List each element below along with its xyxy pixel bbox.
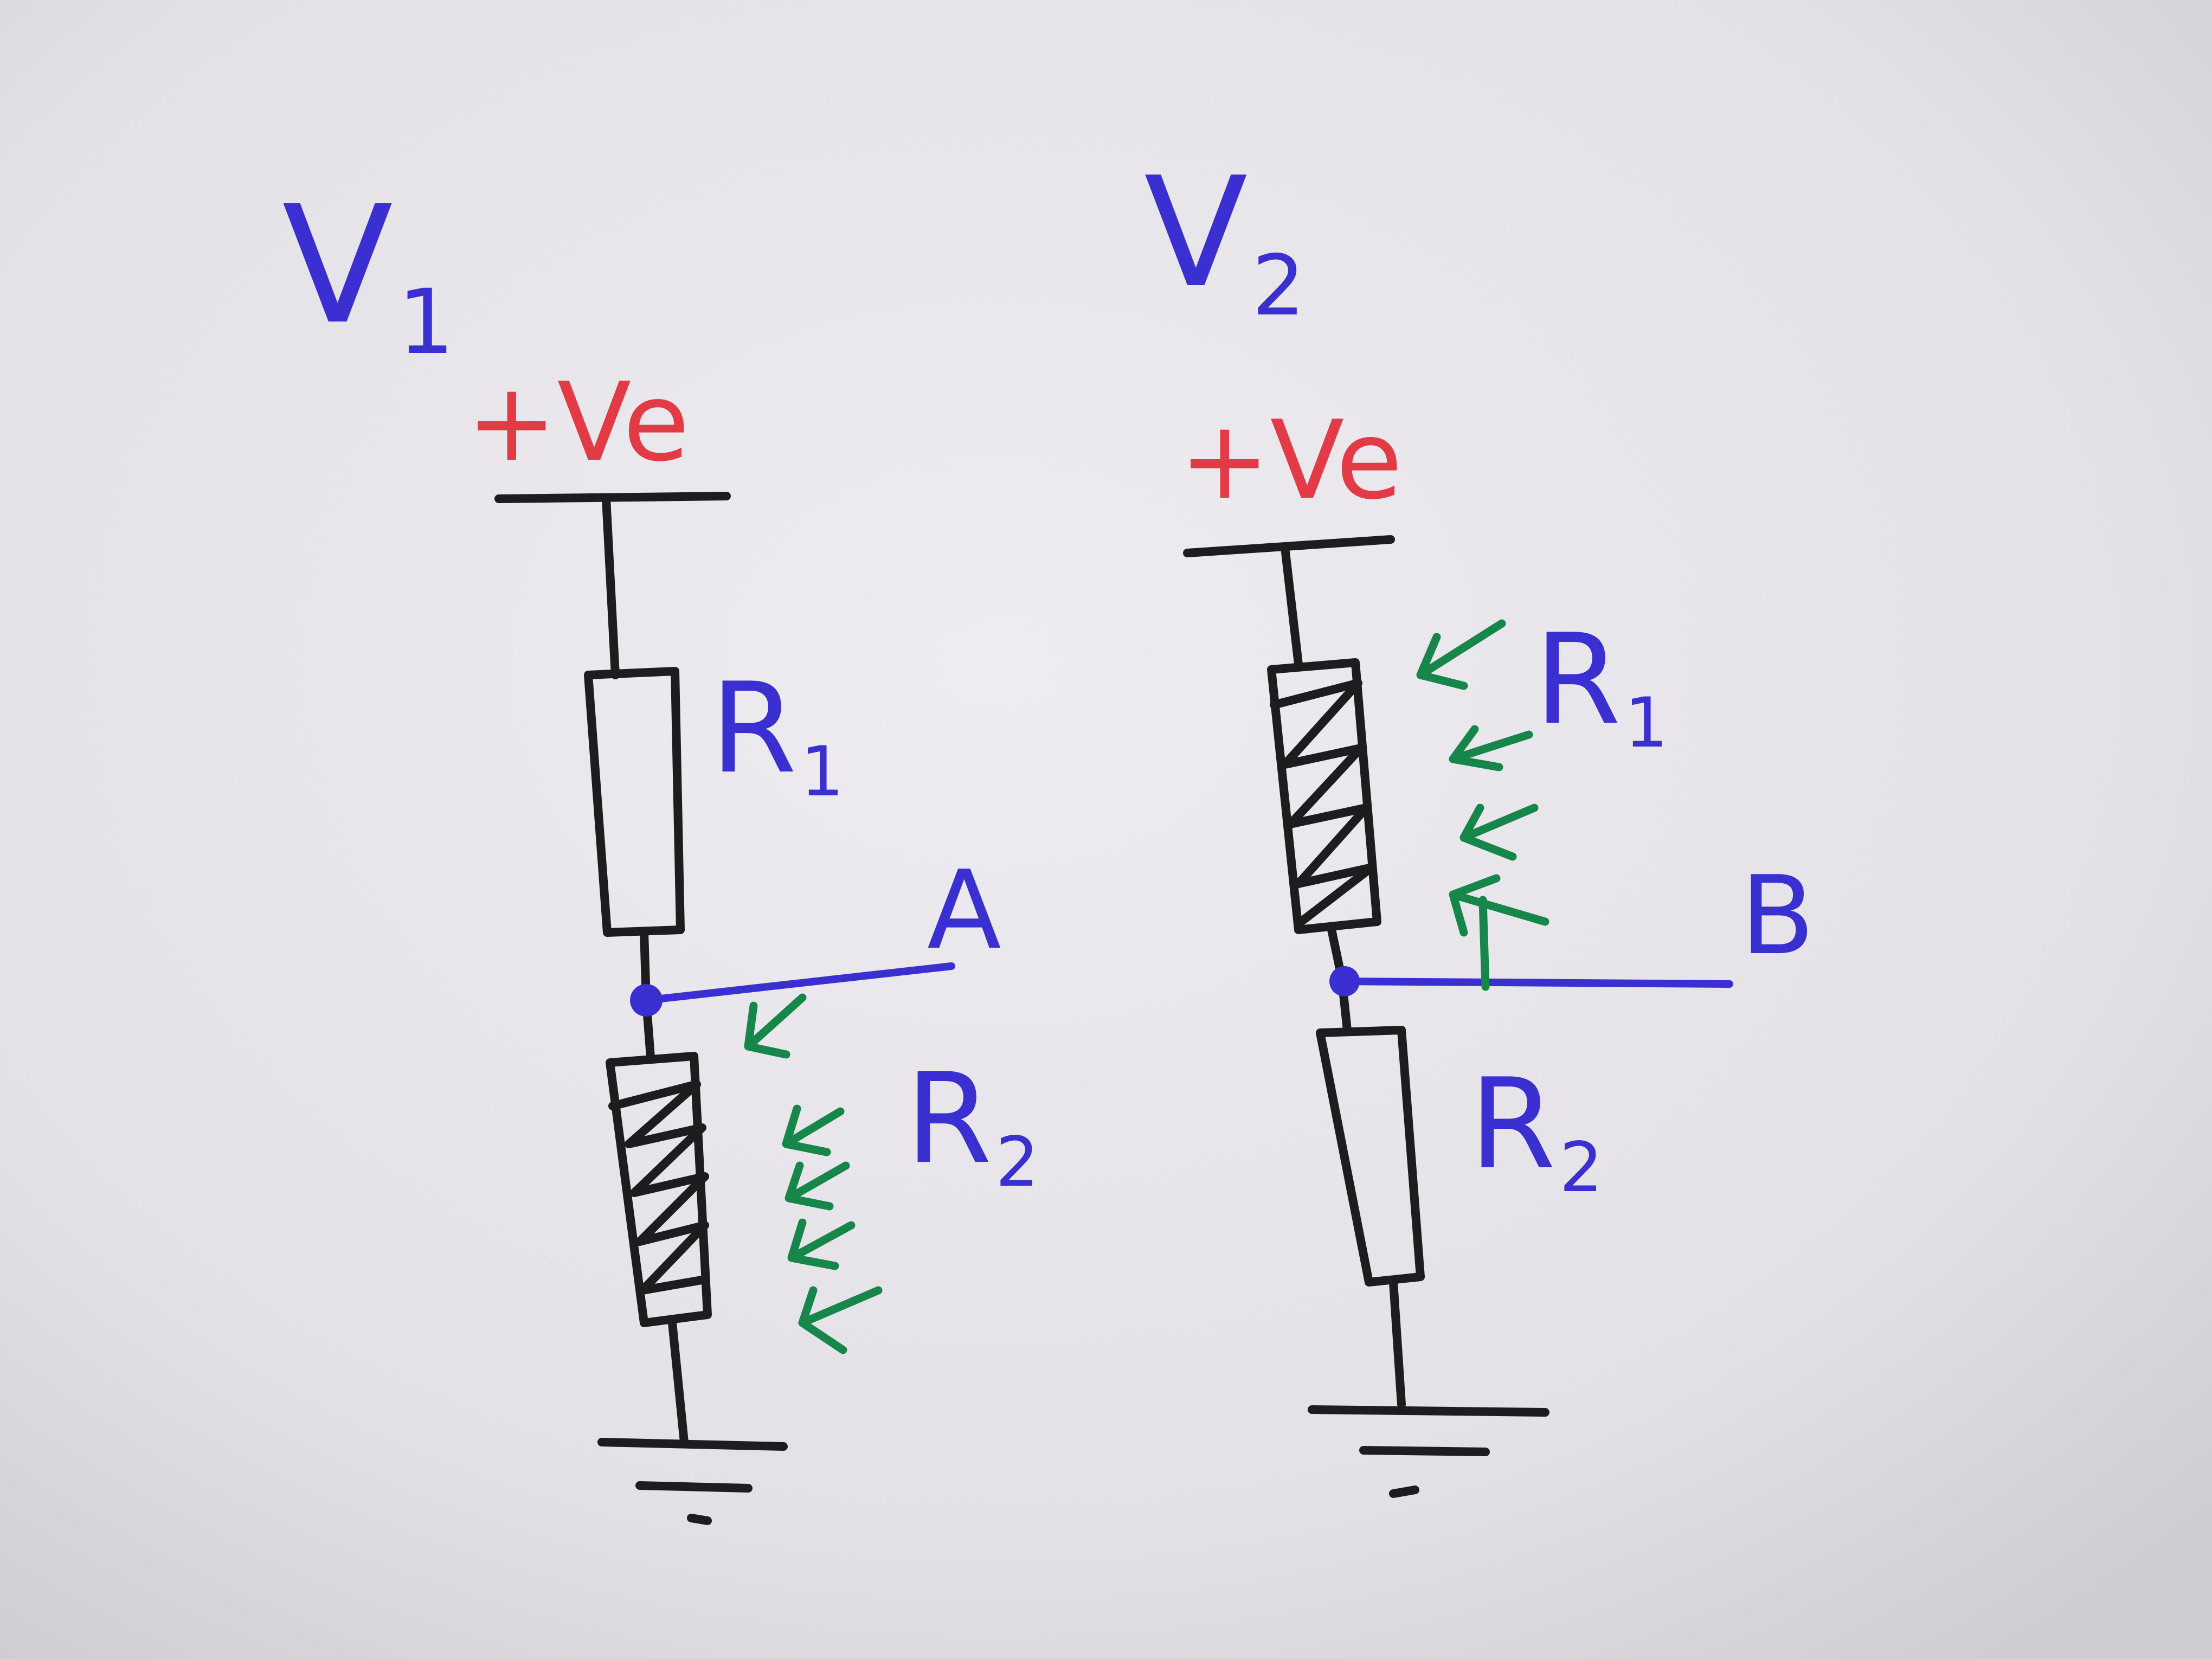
wire: [1389, 1278, 1406, 1409]
supply-label-v1: +Ve: [466, 359, 690, 486]
light-arrows-r2: [744, 993, 883, 1354]
junction-node-a: [630, 984, 663, 1017]
circuit-v1: [494, 492, 788, 1525]
supply-rail: [494, 492, 731, 503]
supply-label-v2: +Ve: [1179, 397, 1403, 524]
resistor-label-r2: R2: [1469, 1052, 1603, 1208]
node-label-b: B: [1740, 853, 1815, 979]
ldr-r2: [606, 1052, 712, 1327]
diagram-title-v2: V2: [1144, 157, 1305, 328]
title-subscript: 2: [1252, 237, 1306, 335]
node-label-a: A: [927, 847, 1001, 974]
output-wire-b: [1338, 978, 1733, 988]
resistor-r2: [1316, 1026, 1425, 1287]
ldr-r1: [1267, 658, 1381, 934]
ground-symbol: [597, 1438, 788, 1525]
light-arrows-r1: [1416, 619, 1549, 991]
resistor-label-r1: R1: [1534, 608, 1668, 763]
title-subscript: 1: [397, 269, 455, 374]
wire: [668, 1319, 689, 1446]
output-wire-a: [642, 962, 955, 1004]
junction-node-b: [1329, 966, 1360, 996]
ground-symbol: [1308, 1405, 1549, 1498]
resistor-label-r2: R2: [905, 1047, 1039, 1203]
circuit-v2: [1183, 535, 1549, 1498]
title-letter: V: [1144, 145, 1248, 321]
resistor-r1: [584, 667, 685, 937]
wire: [602, 494, 620, 679]
title-letter: V: [282, 171, 394, 360]
wire: [1281, 543, 1303, 668]
resistor-label-r1: R1: [710, 657, 844, 812]
diagram-title-v1: V1: [282, 184, 454, 367]
